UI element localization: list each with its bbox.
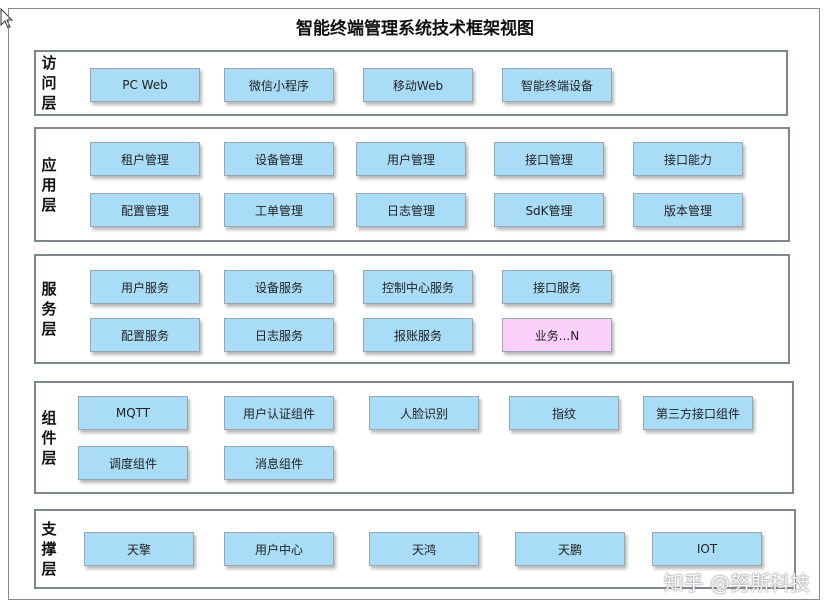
box-message-component: 消息组件 bbox=[224, 446, 334, 480]
box-log-management: 日志管理 bbox=[356, 193, 466, 227]
box-user-auth-component: 用户认证组件 bbox=[224, 396, 334, 430]
box-pc-web: PC Web bbox=[90, 68, 200, 102]
box-tianpeng: 天鹏 bbox=[515, 532, 625, 566]
layer-label-access: 访问层 bbox=[41, 54, 57, 112]
box-mobile-web: 移动Web bbox=[363, 68, 473, 102]
box-device-service: 设备服务 bbox=[224, 270, 334, 304]
box-ticket-management: 工单管理 bbox=[224, 193, 334, 227]
box-device-management: 设备管理 bbox=[224, 142, 334, 176]
layer-support: 支撑层 天擎 用户中心 天鸿 天鹏 IOT bbox=[34, 509, 796, 589]
box-tenant-management: 租户管理 bbox=[90, 142, 200, 176]
box-smart-terminal-device: 智能终端设备 bbox=[502, 68, 612, 102]
box-user-service: 用户服务 bbox=[90, 270, 200, 304]
box-face-recognition: 人脸识别 bbox=[369, 396, 479, 430]
layer-component: 组件层 MQTT 用户认证组件 人脸识别 指纹 第三方接口组件 调度组件 消息组… bbox=[34, 381, 794, 494]
layer-access: 访问层 PC Web 微信小程序 移动Web 智能终端设备 bbox=[34, 50, 788, 116]
box-user-management: 用户管理 bbox=[356, 142, 466, 176]
box-wechat-miniprogram: 微信小程序 bbox=[224, 68, 334, 102]
box-log-service: 日志服务 bbox=[224, 318, 334, 352]
box-fingerprint: 指纹 bbox=[509, 396, 619, 430]
box-iot: IOT bbox=[652, 532, 762, 566]
layer-application: 应用层 租户管理 设备管理 用户管理 接口管理 接口能力 配置管理 工单管理 日… bbox=[34, 127, 790, 242]
box-scheduling-component: 调度组件 bbox=[78, 446, 188, 480]
box-version-management: 版本管理 bbox=[633, 193, 743, 227]
box-mqtt: MQTT bbox=[78, 396, 188, 430]
box-tianqing: 天擎 bbox=[84, 532, 194, 566]
box-config-service: 配置服务 bbox=[90, 318, 200, 352]
box-interface-capability: 接口能力 bbox=[633, 142, 743, 176]
box-expense-service: 报账服务 bbox=[363, 318, 473, 352]
layer-label-service: 服务层 bbox=[41, 280, 57, 338]
layer-label-support: 支撑层 bbox=[41, 520, 57, 578]
layer-label-component: 组件层 bbox=[41, 408, 57, 467]
box-third-party-interface-component: 第三方接口组件 bbox=[643, 396, 753, 430]
layer-label-application: 应用层 bbox=[41, 155, 57, 214]
diagram-frame bbox=[8, 8, 820, 600]
layer-service: 服务层 用户服务 设备服务 控制中心服务 接口服务 配置服务 日志服务 报账服务… bbox=[34, 254, 790, 364]
box-interface-management: 接口管理 bbox=[494, 142, 604, 176]
box-business-n: 业务...N bbox=[502, 318, 612, 352]
watermark-text: 知乎 @努斯科技 bbox=[663, 571, 810, 595]
box-config-management: 配置管理 bbox=[90, 193, 200, 227]
box-sdk-management: SdK管理 bbox=[494, 193, 604, 227]
box-user-center: 用户中心 bbox=[224, 532, 334, 566]
mouse-cursor-icon bbox=[0, 8, 14, 29]
diagram-title: 智能终端管理系统技术框架视图 bbox=[296, 19, 534, 39]
box-control-center-service: 控制中心服务 bbox=[363, 270, 473, 304]
box-interface-service: 接口服务 bbox=[502, 270, 612, 304]
box-tianhong: 天鸿 bbox=[369, 532, 479, 566]
